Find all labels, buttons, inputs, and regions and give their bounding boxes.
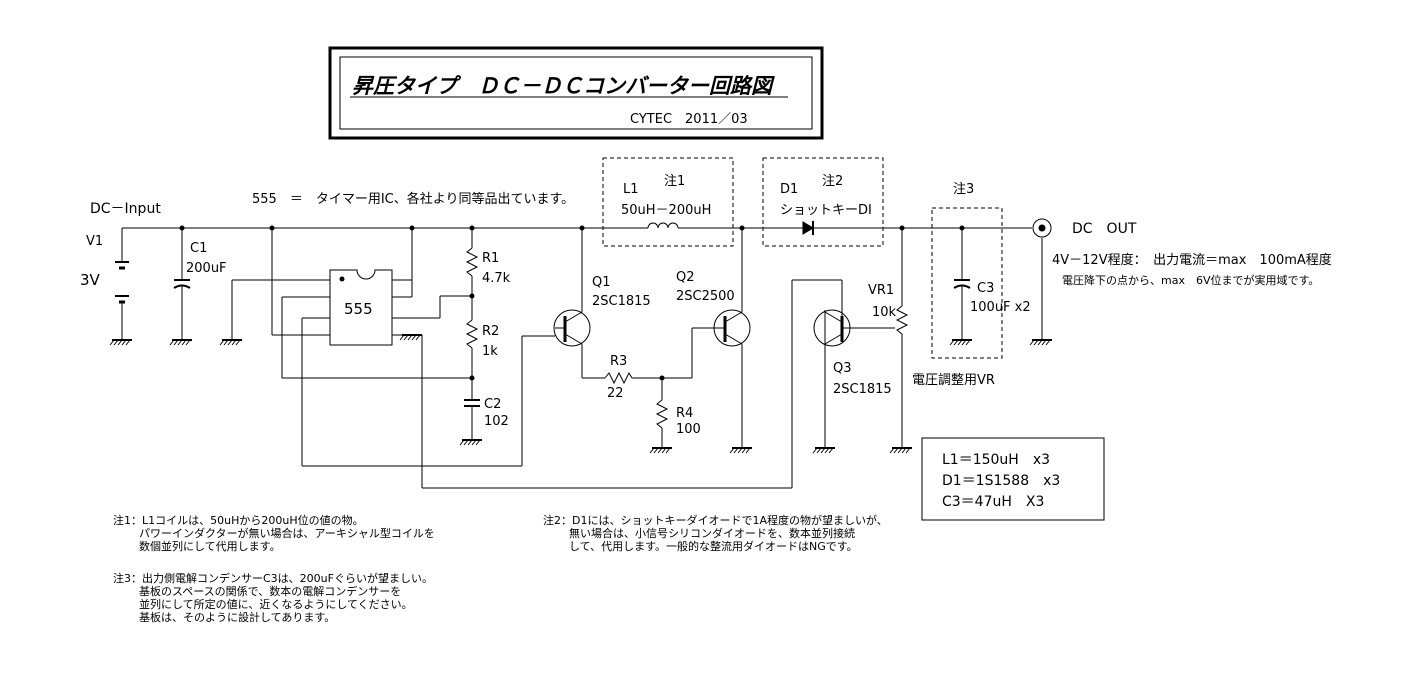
output-spec-note: 電圧降下の点から、max 6V位までが実用域です。	[1062, 273, 1319, 287]
r2-value: 1k	[482, 344, 498, 359]
vr1-label: VR1	[868, 283, 894, 298]
q2-label: Q2	[676, 270, 695, 285]
dc-input-label: DC－Input	[90, 201, 161, 217]
junctions	[179, 225, 965, 381]
q3-part: 2SC1815	[833, 382, 892, 397]
q1-part: 2SC1815	[592, 294, 651, 309]
vr1-value: 10k	[872, 305, 897, 320]
title-box: 昇圧タイプ ＤＣ－ＤＣコンバーター回路図 CYTEC 2011／03	[328, 46, 824, 140]
note3-line-1: 注3：出力側電解コンデンサーC3は、200uFぐらいが望ましい。	[113, 571, 433, 585]
q1-label: Q1	[592, 275, 611, 290]
c2-value: 102	[484, 414, 509, 429]
note3-line-3: 並列にして所定の値に、近くなるようにしてください。	[139, 597, 413, 611]
l1-value: 50uH－200uH	[621, 203, 711, 218]
diagram-title: 昇圧タイプ ＤＣ－ＤＣコンバーター回路図	[352, 74, 775, 98]
note2-line-3: して、代用します。一般的な整流用ダイオードはNGです。	[569, 539, 858, 553]
d1-note-label: 注2	[822, 174, 843, 189]
bom-line-2: D1＝1S1588 x3	[942, 473, 1060, 489]
c3-note-label: 注3	[953, 182, 974, 197]
bom-line-1: L1＝150uH x3	[942, 452, 1050, 468]
d1-label: D1	[780, 182, 798, 197]
r3-label: R3	[610, 354, 627, 369]
note3-line-2: 基板のスペースの関係で、数本の電解コンデンサーを	[139, 584, 401, 598]
q2-part: 2SC2500	[676, 289, 735, 304]
r3-value: 22	[607, 386, 624, 401]
vr1-desc: 電圧調整用VR	[912, 373, 995, 388]
output-spec: 4V－12V程度： 出力電流＝max 100mA程度	[1052, 252, 1332, 268]
note1-line-1: 注1：L1コイルは、50uHから200uH位の値の物。	[113, 513, 364, 527]
diagram-subtitle: CYTEC 2011／03	[630, 112, 748, 127]
d1-value: ショットキーDI	[780, 203, 872, 218]
bom-line-3: C3＝47uH X3	[942, 494, 1044, 510]
c3-label: C3	[977, 281, 994, 296]
dc-out-label: DC OUT	[1072, 221, 1137, 237]
r2-label: R2	[482, 324, 499, 339]
ic-label: 555	[344, 300, 373, 318]
v1-label: V1	[86, 234, 103, 249]
note3-line-4: 基板は、そのように設計してあります。	[139, 610, 335, 624]
c1-label: C1	[190, 241, 207, 256]
c2-label: C2	[484, 397, 501, 412]
r4-value: 100	[676, 422, 701, 437]
r4-label: R4	[676, 406, 693, 421]
note2-line-1: 注2：D1には、ショットキーダイオードで1A程度の物が望ましいが、	[543, 513, 888, 527]
note2-line-2: 無い場合は、小信号シリコンダイオードを、数本並列接続	[569, 526, 855, 540]
note1-line-3: 数個並列にして代用します。	[139, 539, 281, 553]
r1-label: R1	[482, 251, 499, 266]
c3-value: 100uF x2	[970, 300, 1031, 315]
header-note: 555 ＝ タイマー用IC、各社より同等品出ています。	[252, 191, 574, 207]
note1-line-2: パワーインダクターが無い場合は、アーキシャル型コイルを	[139, 526, 435, 540]
v1-value: 3V	[80, 271, 101, 289]
l1-note-label: 注1	[664, 174, 685, 189]
l1-label: L1	[623, 182, 639, 197]
q3-label: Q3	[833, 361, 852, 376]
r1-value: 4.7k	[482, 271, 511, 286]
ground-symbols	[109, 334, 1053, 454]
wiring	[115, 157, 1105, 521]
c1-value: 200uF	[186, 261, 227, 276]
